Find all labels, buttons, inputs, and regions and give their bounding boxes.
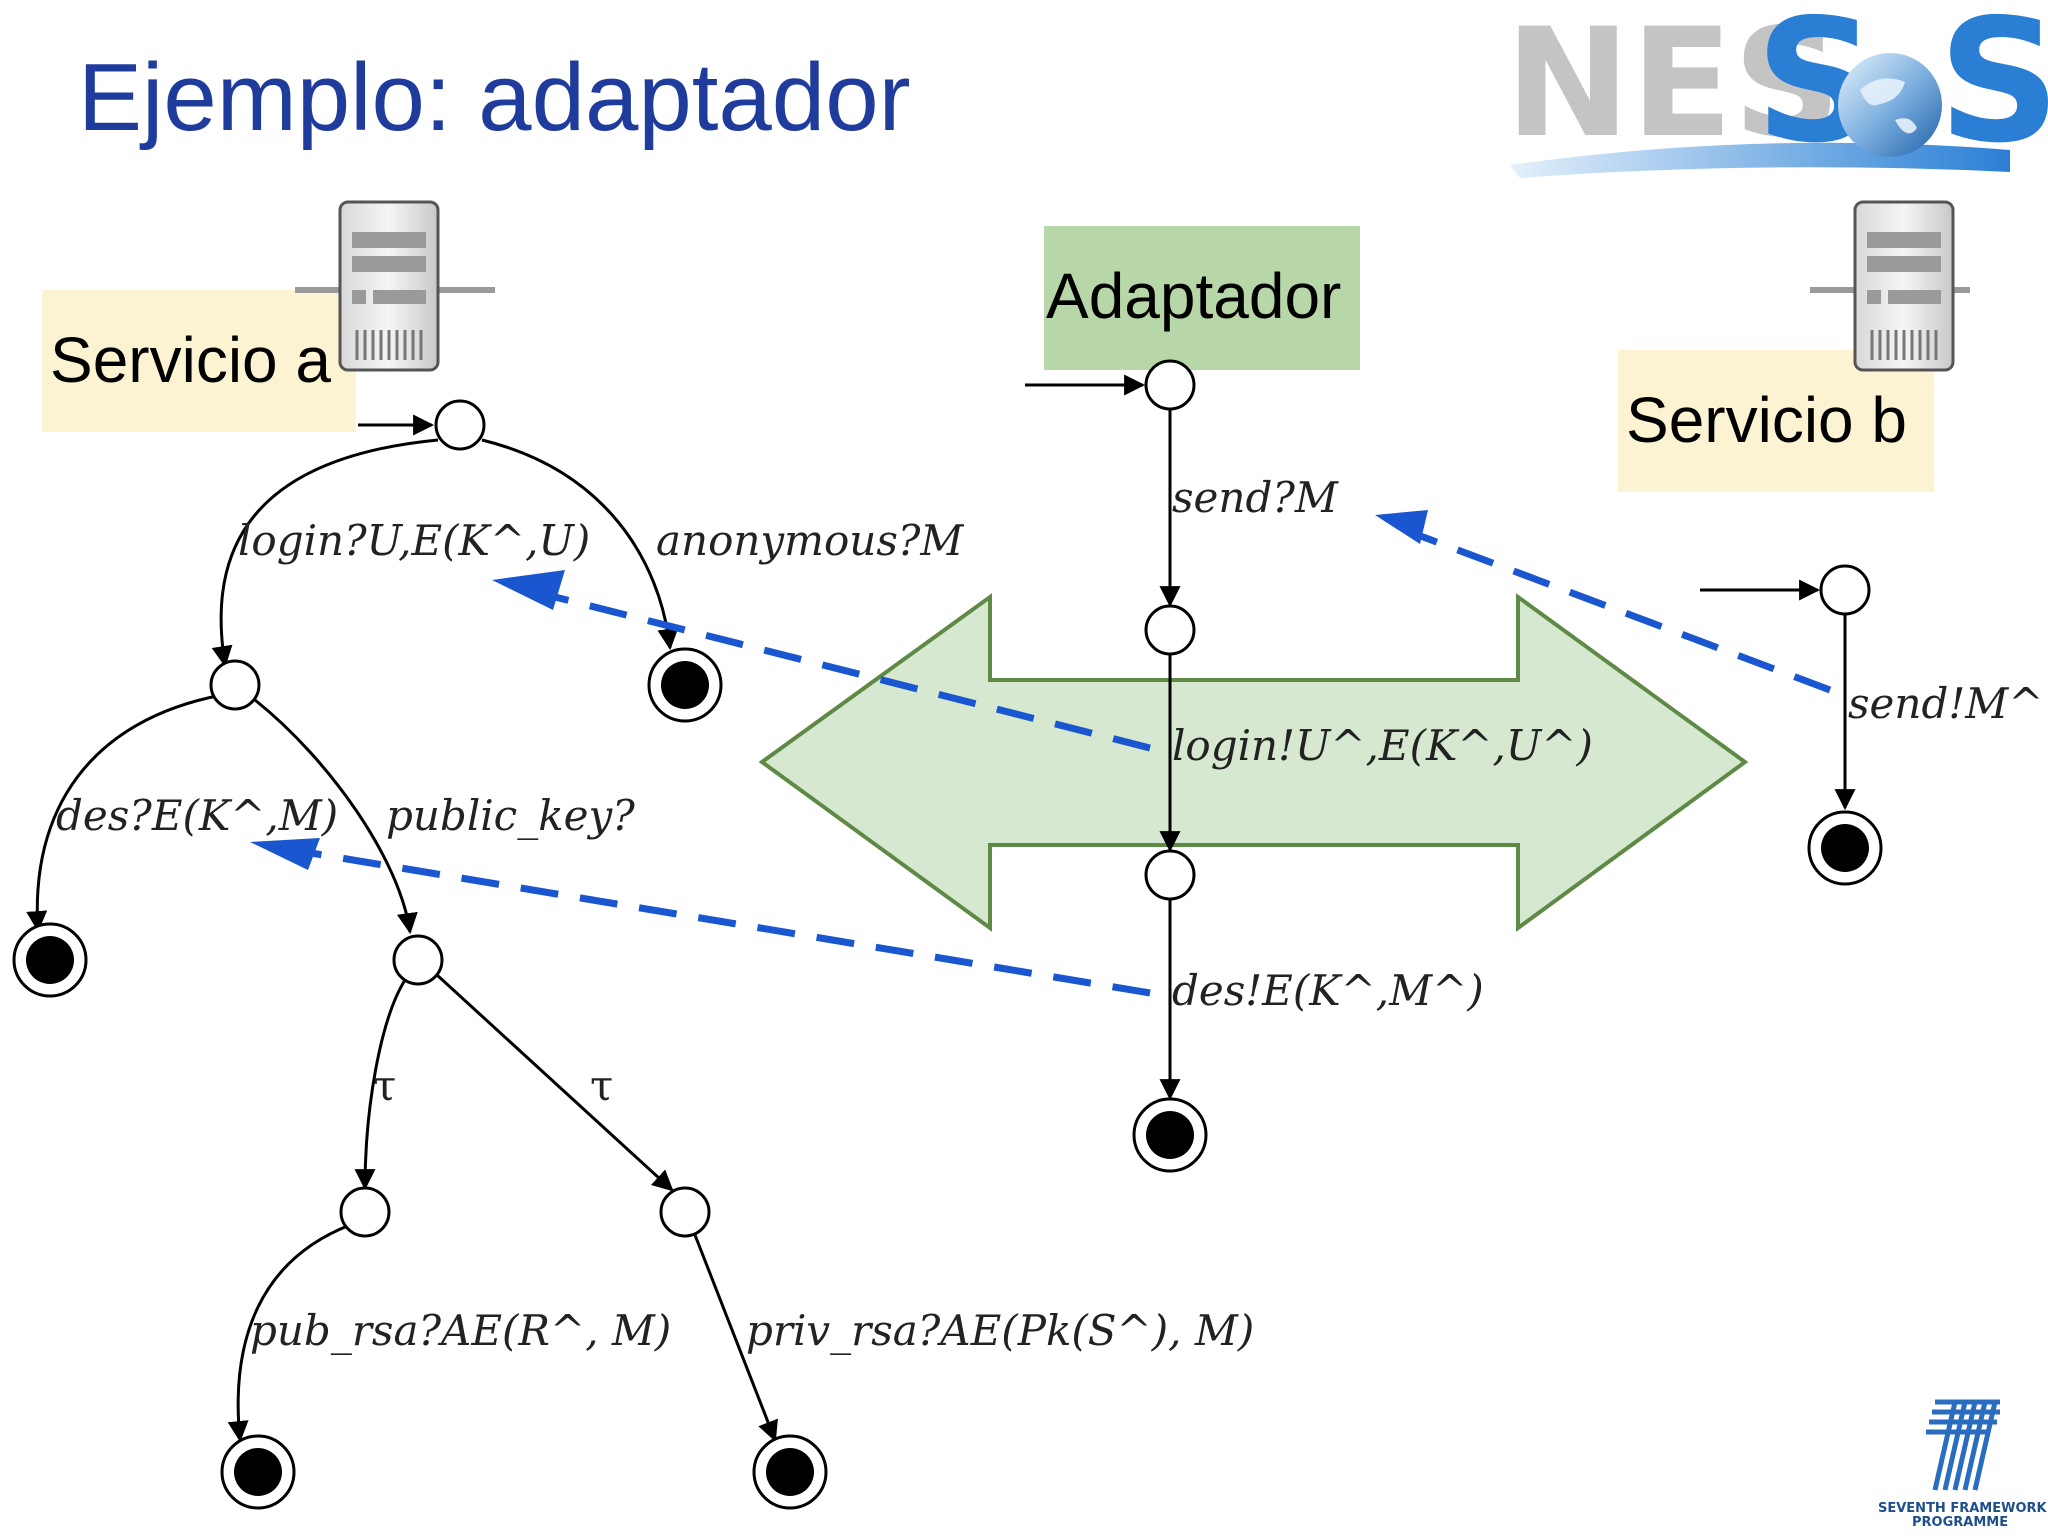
final-state-pub-rsa: [220, 1434, 296, 1510]
big-double-arrow: [758, 593, 1749, 932]
state-adapter-1: [1144, 604, 1196, 656]
adaptador-label: Adaptador: [1046, 260, 1341, 332]
edge-anonymous: [481, 438, 679, 651]
label-des: des?E(K^,M): [56, 791, 338, 840]
edge-public-key: [254, 698, 418, 935]
servicio-b-box: [1618, 350, 1934, 492]
fp7-logo-icon: SEVENTH FRAMEWORK PROGRAMME: [1878, 1399, 2048, 1530]
label-priv-rsa: priv_rsa?AE(Pk(S^), M): [746, 1306, 1254, 1355]
state-a2: [392, 934, 444, 986]
state-a0: [434, 399, 486, 451]
label-public-key: public_key?: [386, 791, 635, 840]
state-a1: [209, 659, 261, 711]
state-adapter-0: [1144, 359, 1196, 411]
logo-text-s2: S: [1938, 0, 2048, 181]
servicio-a-box: [42, 290, 356, 432]
state-a4: [659, 1186, 711, 1238]
slide-title: Ejemplo: adaptador: [78, 44, 911, 151]
final-state-priv-rsa: [752, 1434, 828, 1510]
label-des-out: des!E(K^,M^): [1172, 966, 1484, 1015]
label-login: login?U,E(K^,U): [238, 516, 590, 565]
state-adapter-2: [1144, 849, 1196, 901]
final-state-des: [12, 922, 88, 998]
servicio-a-label: Servicio a: [50, 324, 331, 396]
edge-pub-rsa: [227, 1223, 351, 1443]
label-tau-left: τ: [373, 1061, 396, 1110]
label-send-out: send!M^: [1848, 679, 2043, 728]
edge-tau-right: [435, 973, 674, 1192]
edge-tau-left: [354, 979, 407, 1191]
state-a3: [339, 1186, 391, 1238]
server-icon: [1810, 200, 1970, 372]
globe-icon: [1838, 53, 1942, 157]
logo-text-nes: NES: [1505, 0, 1841, 171]
server-icon: [295, 200, 495, 372]
adaptador-box: [1044, 226, 1360, 370]
nessos-logo: NES S S: [1505, 0, 2048, 181]
dashed-arrowhead-send: [1375, 510, 1428, 544]
label-pub-rsa: pub_rsa?AE(R^, M): [250, 1306, 671, 1355]
state-b0: [1819, 564, 1871, 616]
servicio-b-label: Servicio b: [1626, 384, 1907, 456]
dashed-arrowhead-des: [250, 838, 320, 870]
label-login-out: login!U^,E(K^,U^): [1172, 721, 1593, 770]
fp7-line2: PROGRAMME: [1912, 1515, 2008, 1530]
edge-des: [26, 693, 223, 933]
edge-login: [211, 438, 439, 668]
dashed-des-link: [304, 848, 1151, 997]
final-state-anonymous: [647, 647, 723, 723]
dashed-login-link: [554, 593, 1151, 752]
dashed-send-link: [1408, 528, 1832, 694]
fp7-line1: SEVENTH FRAMEWORK: [1878, 1501, 2048, 1516]
final-state-adapter: [1132, 1097, 1208, 1173]
label-send-in: send?M: [1172, 473, 1339, 522]
label-anonymous: anonymous?M: [656, 516, 964, 565]
final-state-b: [1807, 810, 1883, 886]
dashed-arrowhead-login: [492, 570, 565, 610]
edge-priv-rsa: [693, 1234, 778, 1442]
label-tau-right: τ: [590, 1061, 613, 1110]
